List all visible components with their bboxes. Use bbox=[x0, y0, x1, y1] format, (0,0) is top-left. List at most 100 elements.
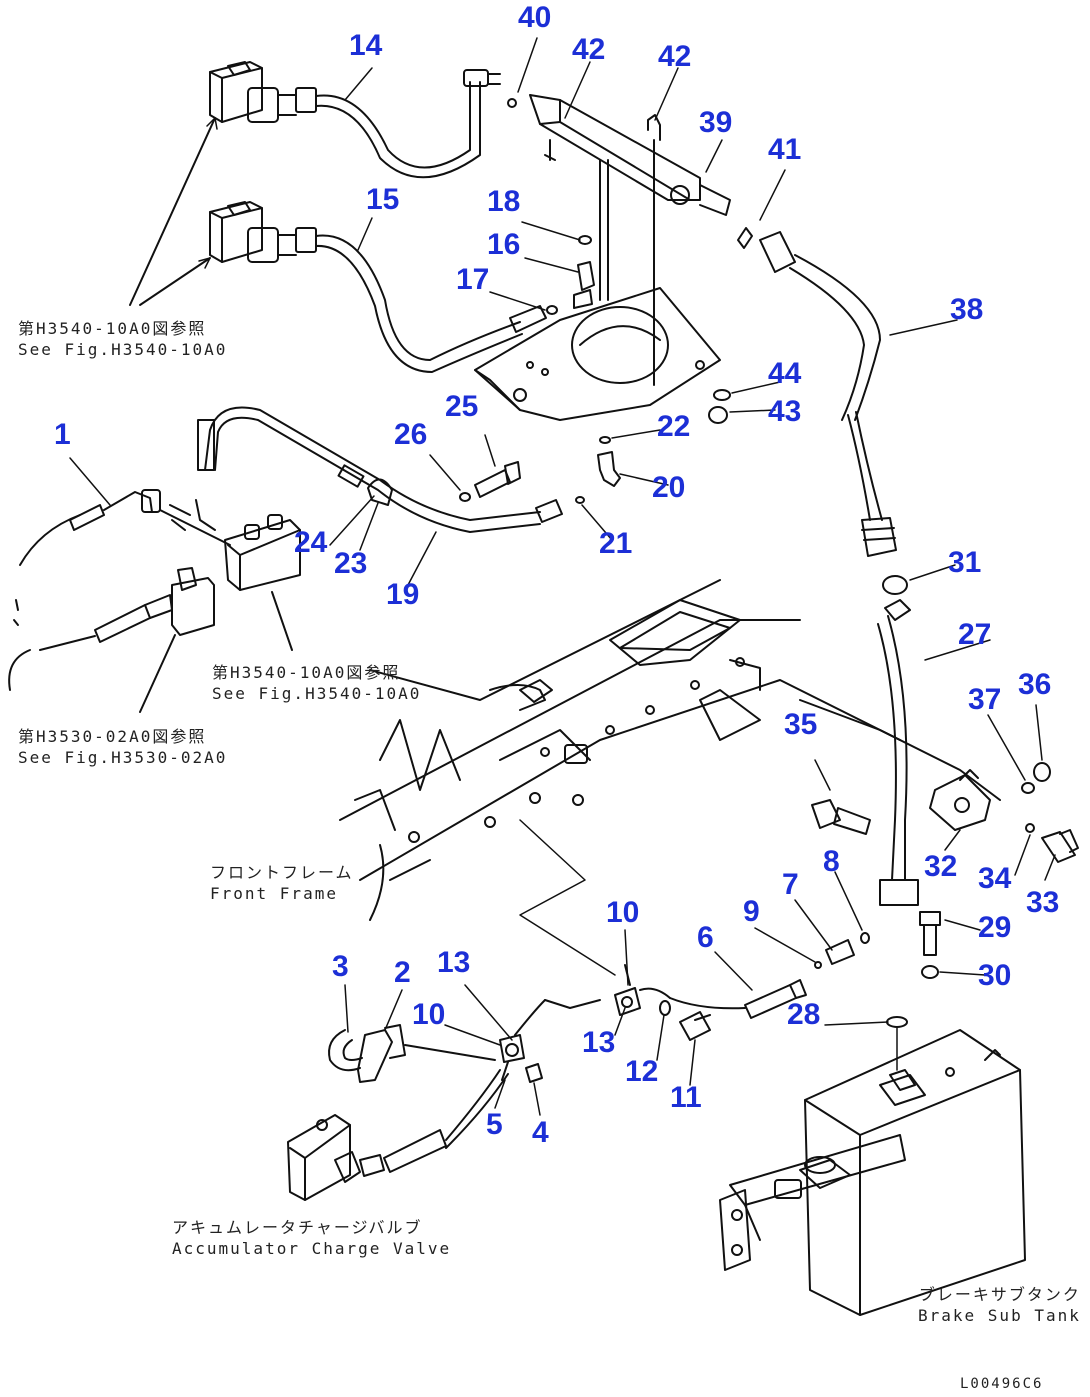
leader-line bbox=[404, 1044, 496, 1061]
brake-sub-tank bbox=[719, 1029, 1026, 1316]
o-ring-31 bbox=[882, 575, 908, 595]
part-number-38: 38 bbox=[950, 293, 984, 326]
note-en: See Fig.H3540-10A0 bbox=[212, 684, 422, 703]
bolt-25 bbox=[474, 461, 521, 498]
part-number-6: 6 bbox=[697, 921, 714, 954]
part-number-24: 24 bbox=[294, 526, 328, 559]
pipe-segment bbox=[639, 987, 671, 999]
part-number-7: 7 bbox=[782, 868, 799, 901]
nut-43 bbox=[708, 406, 728, 424]
elbow-20 bbox=[597, 451, 621, 487]
o-ring-22 bbox=[599, 436, 611, 444]
hose-35 bbox=[811, 799, 871, 835]
note-en: See Fig.H3530-02A0 bbox=[18, 748, 228, 767]
part-number-41: 41 bbox=[768, 133, 802, 166]
pipe-6 bbox=[669, 979, 807, 1019]
note-accumulator: アキュムレータチャージバルブ Accumulator Charge Valve bbox=[172, 1217, 451, 1259]
hose-38 bbox=[759, 231, 897, 557]
bolt-29 bbox=[919, 911, 941, 956]
part-number-5: 5 bbox=[486, 1108, 503, 1141]
hose-1 bbox=[13, 489, 161, 626]
hose-15 bbox=[295, 227, 547, 373]
part-number-43: 43 bbox=[768, 395, 802, 428]
washer-44 bbox=[713, 389, 731, 401]
part-number-13-left: 13 bbox=[437, 946, 471, 979]
note-en: Brake Sub Tank bbox=[918, 1306, 1081, 1325]
note-jp: フロントフレーム bbox=[210, 863, 354, 882]
clamp-3 bbox=[328, 1029, 363, 1072]
leader-line bbox=[139, 634, 176, 713]
part-number-32: 32 bbox=[924, 850, 958, 883]
note-en: Front Frame bbox=[210, 884, 338, 903]
part-number-25: 25 bbox=[445, 390, 479, 423]
pipe-segment bbox=[514, 999, 546, 1036]
part-number-16: 16 bbox=[487, 228, 521, 261]
bolt-33 bbox=[1041, 829, 1079, 863]
part-number-13-right: 13 bbox=[582, 1026, 616, 1059]
left-solenoid bbox=[39, 567, 215, 651]
part-number-23: 23 bbox=[334, 547, 368, 580]
o-ring-21 bbox=[575, 496, 585, 504]
part-number-22: 22 bbox=[657, 410, 691, 443]
accumulator-charge-valve bbox=[287, 1069, 509, 1201]
part-number-3: 3 bbox=[332, 950, 349, 983]
washer-34 bbox=[1025, 823, 1035, 833]
part-number-27: 27 bbox=[958, 618, 992, 651]
note-jp: ブレーキサブタンク bbox=[918, 1285, 1081, 1304]
note-see-h3540-mid: 第H3540-10A0図参照 See Fig.H3540-10A0 bbox=[212, 662, 421, 704]
part-number-20: 20 bbox=[652, 471, 686, 504]
part-number-44: 44 bbox=[768, 357, 802, 390]
nut-36 bbox=[1033, 762, 1051, 782]
part-number-4: 4 bbox=[532, 1116, 549, 1149]
mounting-plate bbox=[474, 287, 721, 421]
leader-line bbox=[129, 117, 216, 306]
part-number-31: 31 bbox=[948, 546, 982, 579]
part-number-36: 36 bbox=[1018, 668, 1052, 701]
leader-line bbox=[271, 591, 293, 651]
part-number-26: 26 bbox=[394, 418, 428, 451]
part-number-42-right: 42 bbox=[658, 40, 692, 73]
o-ring-17 bbox=[546, 305, 558, 315]
note-front-frame: フロントフレーム Front Frame bbox=[210, 862, 354, 904]
part-number-19: 19 bbox=[386, 578, 420, 611]
o-ring-9 bbox=[814, 961, 822, 969]
note-jp: 第H3530-02A0図参照 bbox=[18, 727, 207, 746]
washer-26 bbox=[459, 492, 471, 502]
washer-30 bbox=[921, 965, 939, 979]
part-number-30: 30 bbox=[978, 959, 1012, 992]
part-number-18: 18 bbox=[487, 185, 521, 218]
washer-12 bbox=[659, 1000, 671, 1016]
note-jp: 第H3540-10A0図参照 bbox=[18, 319, 207, 338]
clamp-24 bbox=[367, 478, 393, 506]
fitting-16 bbox=[573, 261, 595, 309]
part-number-40: 40 bbox=[518, 1, 552, 34]
upper-solenoid-valve bbox=[209, 61, 297, 123]
o-ring-40 bbox=[507, 98, 517, 108]
o-ring-18 bbox=[578, 235, 592, 245]
hose-14 bbox=[295, 69, 501, 179]
o-ring-41 bbox=[737, 227, 753, 249]
part-number-17: 17 bbox=[456, 263, 490, 296]
tube-19 bbox=[197, 406, 563, 533]
nut-4 bbox=[525, 1063, 543, 1083]
front-frame bbox=[339, 579, 1001, 921]
o-ring-28 bbox=[886, 1016, 908, 1028]
leader-lines bbox=[69, 37, 1056, 1116]
part-number-37: 37 bbox=[968, 683, 1002, 716]
part-number-42-left: 42 bbox=[572, 33, 606, 66]
part-number-28: 28 bbox=[787, 998, 821, 1031]
note-see-h3540-top: 第H3540-10A0図参照 See Fig.H3540-10A0 bbox=[18, 318, 227, 360]
washer-37 bbox=[1021, 782, 1035, 794]
bolt-5 bbox=[501, 1061, 509, 1081]
clip-10-lower bbox=[499, 1034, 525, 1063]
lower-solenoid-valve bbox=[209, 201, 297, 263]
drawing-code: L00496C6 bbox=[960, 1376, 1044, 1392]
part-number-15: 15 bbox=[366, 183, 400, 216]
part-number-14: 14 bbox=[349, 29, 383, 62]
part-number-29: 29 bbox=[978, 911, 1012, 944]
pipe-segment bbox=[544, 999, 601, 1009]
note-en: See Fig.H3540-10A0 bbox=[18, 340, 228, 359]
part-number-10-lower: 10 bbox=[412, 998, 446, 1031]
